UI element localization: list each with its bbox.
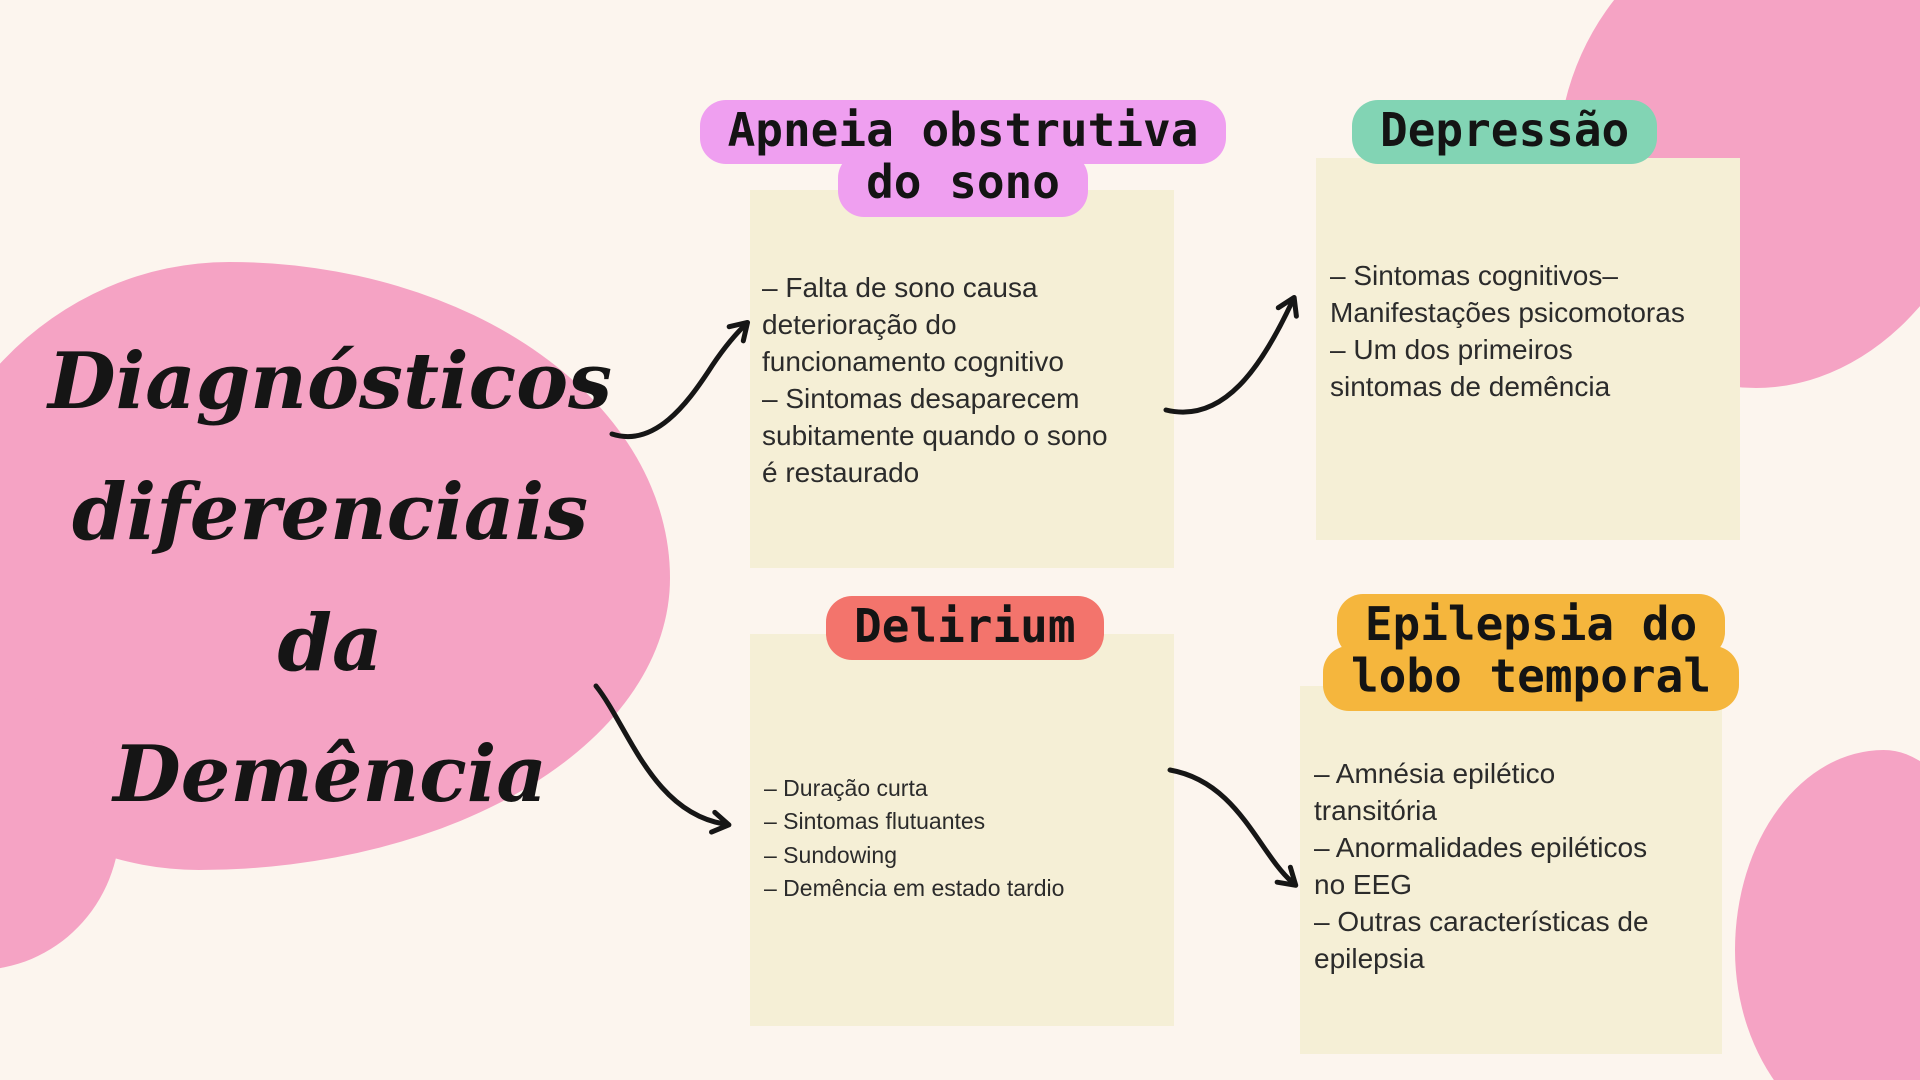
card-depressao-label: Depressão	[1352, 100, 1658, 165]
label-line: lobo temporal	[1322, 646, 1740, 711]
body-line: – Sintomas cognitivos– Manifestações psi…	[1330, 260, 1685, 328]
body-line: – Um dos primeiros sintomas de demência	[1330, 333, 1611, 402]
body-line: – Sundowing	[764, 841, 897, 868]
card-delirium-body: – Duração curta – Sintomas flutuantes – …	[750, 634, 1174, 1026]
body-line: – Outras características de epilepsia	[1314, 905, 1649, 974]
card-apneia-body: – Falta de sono causa deterioração do fu…	[750, 190, 1174, 568]
body-line: – Duração curta	[764, 775, 928, 801]
arrow-delirium-to-epilepsia	[1167, 767, 1299, 888]
title-line-1: Diagnósticos	[47, 336, 613, 427]
label-line: Apneia obstrutiva	[699, 100, 1227, 165]
label-line: Epilepsia do	[1336, 594, 1726, 659]
card-delirium-label: Delirium	[826, 596, 1104, 661]
body-line: – Falta de sono causa deterioração do fu…	[762, 272, 1064, 377]
arrow-apneia-to-depressao	[1163, 294, 1299, 415]
body-line: – Demência em estado tardio	[764, 875, 1065, 902]
page-title: Diagnósticos diferenciais da Demência	[10, 316, 650, 840]
title-line-2: diferenciais da	[72, 467, 588, 690]
label-line: Depressão	[1352, 100, 1658, 165]
body-line: – Anormalidades epiléticos no EEG	[1314, 831, 1648, 900]
card-epilepsia-label: Epilepsia do lobo temporal	[1306, 594, 1756, 711]
title-line-3: Demência	[113, 729, 547, 821]
label-line: Delirium	[826, 596, 1104, 661]
pink-blob-bottom-right	[1735, 750, 1920, 1080]
card-apneia-label: Apneia obstrutiva do sono	[678, 100, 1248, 217]
label-line: do sono	[838, 152, 1088, 217]
card-depressao-body: – Sintomas cognitivos– Manifestações psi…	[1316, 158, 1740, 540]
body-line: – Sintomas flutuantes	[764, 808, 986, 835]
card-epilepsia-body: – Amnésia epilético transitória – Anorma…	[1300, 686, 1722, 1054]
body-line: – Sintomas desaparecem subitamente quand…	[762, 382, 1108, 488]
body-line: – Amnésia epilético transitória	[1314, 758, 1556, 826]
